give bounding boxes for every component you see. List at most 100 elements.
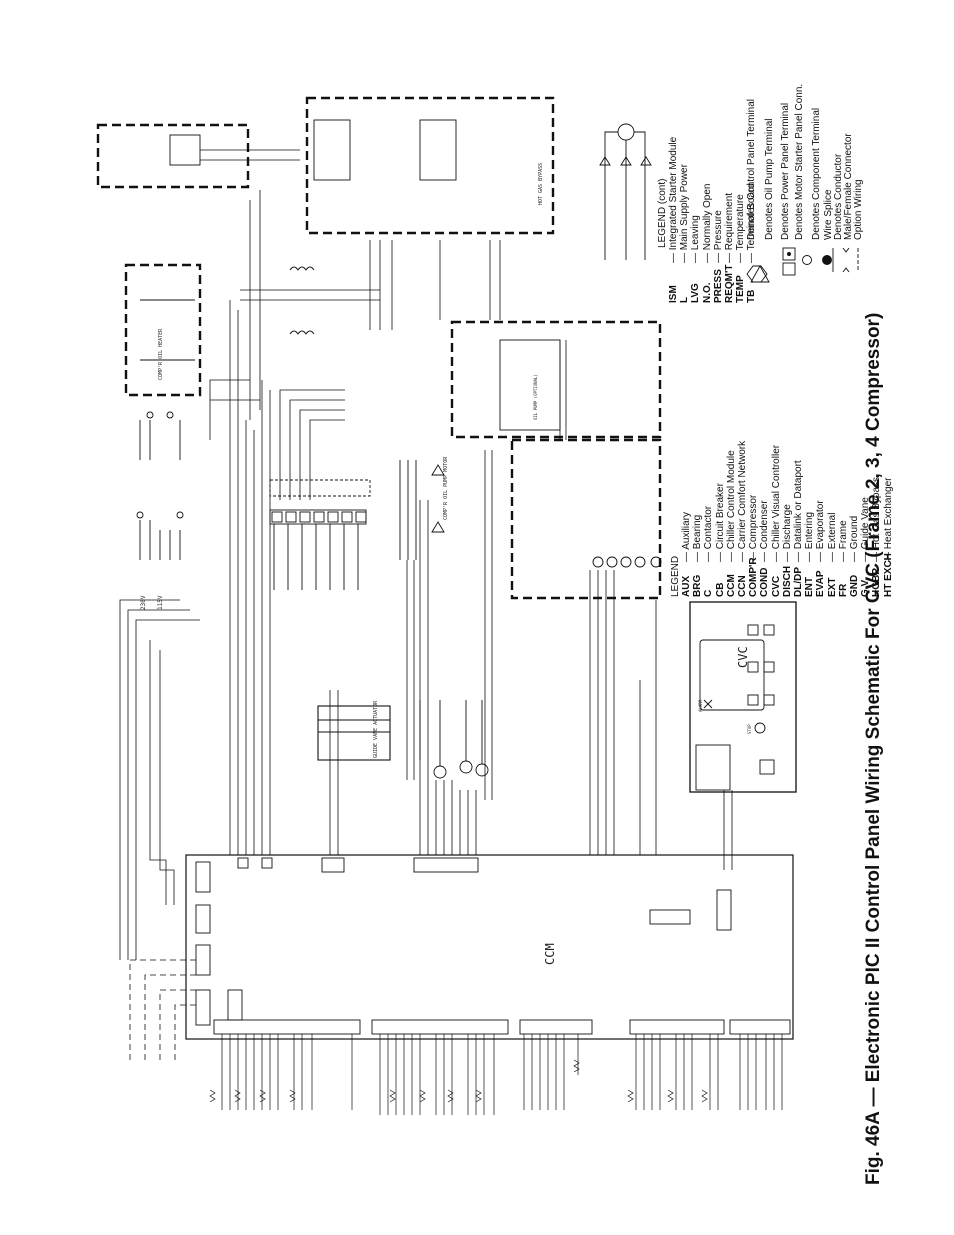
oil-heater-box bbox=[124, 263, 202, 397]
legend-symbol-hexagon: Denotes Control Panel Terminal bbox=[746, 98, 757, 240]
connector-j5 bbox=[195, 989, 211, 1026]
oil-pump-motor-wye bbox=[599, 123, 652, 260]
legend-right-item-abbr: PRESS bbox=[712, 269, 724, 303]
legend-left-item-desc: — Contactor bbox=[703, 505, 715, 562]
legend-left-item-desc: — Heat Exchanger bbox=[882, 477, 894, 563]
legend-left-item-desc: — Hot Gas Bypass bbox=[871, 476, 883, 562]
alarm-label: ALARM bbox=[698, 699, 703, 712]
legend-left-item-abbr: CVC bbox=[770, 575, 782, 597]
legend-symbol-triangle: Denotes Oil Pump Terminal bbox=[764, 118, 775, 240]
legend-right-item-desc: — Main Supply Power bbox=[679, 164, 691, 263]
dip-switch-sw2 bbox=[227, 989, 243, 1021]
legend-right-heading: LEGEND (cont) bbox=[657, 178, 668, 248]
connector-j8 bbox=[195, 861, 211, 893]
legend-right-item-desc: — Integrated Starter Module bbox=[668, 136, 679, 263]
legend-left-item-desc: — Bearing bbox=[692, 514, 704, 562]
legend-left-item-abbr: BRG bbox=[692, 574, 704, 597]
connector-j4-upper bbox=[213, 1019, 361, 1035]
oil-heater-coil bbox=[475, 763, 489, 777]
oil-pump-box-label: OIL PUMP (OPTIONAL) bbox=[533, 374, 538, 420]
legend-left-item-desc: — Ground bbox=[849, 515, 860, 562]
guide-vane-actuator-box bbox=[317, 705, 391, 761]
connector-j7 bbox=[195, 904, 211, 934]
oil-pump-option-box bbox=[510, 438, 662, 600]
connector-j1 bbox=[716, 889, 732, 931]
legend-left-item-abbr: EXT bbox=[826, 577, 838, 597]
hot-gas-bypass-box bbox=[305, 96, 555, 235]
legend-left-item-desc: — Chiller Control Module bbox=[725, 450, 737, 562]
legend-left-item-abbr: EVAP bbox=[815, 570, 827, 598]
connector-j3-upper bbox=[519, 1019, 593, 1035]
legend-right-item-desc: — Pressure bbox=[712, 210, 724, 263]
legend-left-item-abbr: GND bbox=[849, 574, 860, 597]
legend-left-item-abbr: HGBP bbox=[871, 568, 883, 597]
legend-left-item-desc: — Auxiliary bbox=[681, 511, 692, 562]
legend-left-item-desc: — Frame bbox=[837, 520, 849, 562]
legend-left-item-abbr: DISCH bbox=[781, 565, 793, 597]
legend-left-item-abbr: C bbox=[703, 589, 715, 597]
legend-left-item-abbr: COND bbox=[759, 567, 771, 597]
legend-left-item-desc: — Datalink or Dataport bbox=[793, 460, 804, 562]
transformer-section bbox=[136, 411, 184, 560]
cvc-panel bbox=[689, 601, 797, 793]
cvc-label: CVC bbox=[736, 646, 750, 668]
connector-j6 bbox=[195, 944, 211, 976]
optional-boxes bbox=[96, 96, 662, 600]
legend-right-item-desc: — Requirement bbox=[724, 192, 735, 263]
legend-symbol-circle: Denotes Component Terminal bbox=[811, 107, 822, 240]
legend-left-item-abbr: CCN bbox=[737, 575, 748, 597]
sensor-leads bbox=[209, 1034, 783, 1115]
legend-left-item-abbr: ENT bbox=[804, 577, 816, 597]
connector-j4-lower bbox=[371, 1019, 509, 1035]
connector-j11 bbox=[321, 857, 345, 873]
legend-right-item-abbr: LVG bbox=[690, 283, 702, 303]
legend-symbol-dashed-line: Option Wiring bbox=[853, 179, 864, 240]
legend-left-item-desc: — Circuit Breaker bbox=[714, 483, 726, 562]
legend-right-item-abbr: TB bbox=[746, 289, 758, 303]
oil-pump-motor-section bbox=[269, 460, 445, 560]
connector-j2 bbox=[729, 1019, 791, 1035]
legend-left-item-desc: — Compressor bbox=[748, 494, 760, 562]
legend-left-item-desc: — Condenser bbox=[759, 500, 771, 562]
dip-switch-sw1 bbox=[649, 909, 691, 925]
power-115v-label: 115V bbox=[157, 595, 164, 610]
legend-left-item-abbr: AUX bbox=[681, 575, 692, 597]
legend-left-item-abbr: G.V. bbox=[860, 577, 872, 597]
ccm-label: CCM bbox=[543, 943, 557, 965]
legend-right-item-abbr: TEMP bbox=[735, 275, 747, 303]
oil-pump-motor-label: COMP'R OIL PUMP MOTOR bbox=[443, 456, 449, 520]
legend-left-item-desc: — Carrier Comfort Network bbox=[737, 440, 748, 562]
hgbp-solenoid bbox=[433, 765, 447, 779]
stop-label: STOP bbox=[747, 724, 752, 734]
legend-left-item-abbr: CB bbox=[714, 582, 726, 597]
legend-right-item-abbr: REQM'T bbox=[724, 264, 735, 304]
connector-j3-lower bbox=[629, 1019, 725, 1035]
legend-symbols bbox=[746, 247, 859, 283]
hgbp-box-label: HOT GAS BYPASS bbox=[538, 162, 544, 205]
ism-option-box bbox=[450, 320, 662, 439]
legend-right-item-abbr: L bbox=[679, 296, 691, 303]
legend-left-item-desc: — Guide Vane bbox=[860, 497, 872, 562]
figure-title: Fig. 46A — Electronic PIC II Control Pan… bbox=[863, 312, 884, 1185]
optional-wiring-left bbox=[129, 959, 200, 1060]
legend-left-item-abbr: COMP'R bbox=[748, 557, 760, 597]
legend-right-item-abbr: ISM bbox=[668, 285, 679, 303]
legend-left-item-abbr: DL/DP bbox=[793, 567, 804, 597]
legend-right-item-desc: — Leaving bbox=[690, 215, 702, 263]
legend-left-item-desc: — Chiller Visual Controller bbox=[770, 444, 782, 562]
legend-symbol-square: Denotes Power Panel Terminal bbox=[780, 102, 791, 240]
legend-right-item-desc: — Temperature bbox=[735, 194, 747, 263]
starter-terminal-block bbox=[269, 509, 367, 590]
legend-left-heading: LEGEND bbox=[670, 555, 681, 597]
transformer-coils bbox=[140, 266, 315, 361]
legend-left-item-desc: — Discharge bbox=[781, 504, 793, 562]
oil-heater-box-label: COMP'R OIL HEATER bbox=[158, 328, 164, 380]
wire-bus bbox=[119, 289, 733, 960]
ccm-box bbox=[185, 854, 794, 1040]
schematic-body bbox=[96, 96, 859, 1115]
legend-left-item-abbr: CCM bbox=[725, 574, 737, 597]
legend-left-item-desc: — External bbox=[826, 512, 838, 562]
connector-j12 bbox=[413, 857, 479, 873]
hgbp-small-box bbox=[96, 123, 250, 189]
